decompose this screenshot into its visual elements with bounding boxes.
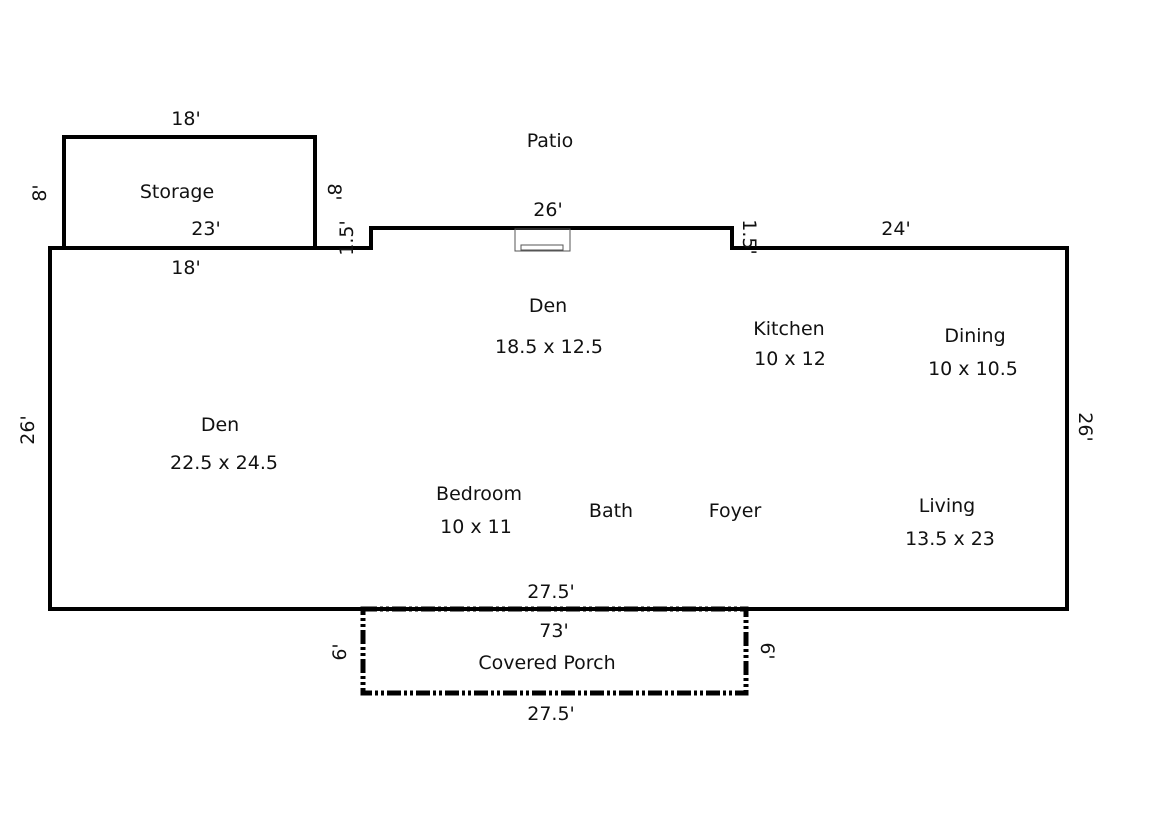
dim-porch-bottom: 27.5' [527, 703, 575, 725]
kitchen-size: 10 x 12 [754, 348, 826, 370]
dim-left-side: 26' [17, 415, 39, 444]
dim-storage-bottom: 18' [171, 257, 200, 279]
dim-bump-left-step: 1.5' [336, 220, 358, 255]
dim-right-side: 26' [1074, 412, 1096, 441]
dim-storage-right: 8' [323, 183, 345, 200]
dim-total-length: 73' [539, 620, 568, 642]
bath-label: Bath [589, 500, 633, 522]
dim-porch-left: 6' [329, 643, 351, 660]
living-size: 13.5 x 23 [905, 528, 995, 550]
dining-size: 10 x 10.5 [928, 358, 1018, 380]
bedroom-label: Bedroom [436, 483, 522, 505]
dim-bump-right-step: 1.5' [738, 219, 760, 254]
patio-label: Patio [527, 130, 574, 152]
den-upper-size: 18.5 x 12.5 [495, 336, 603, 358]
fireplace-fixture [514, 228, 571, 252]
dim-right-top: 24' [881, 218, 910, 240]
den-upper-label: Den [529, 295, 567, 317]
foyer-label: Foyer [709, 500, 762, 522]
storage-label: Storage [140, 181, 214, 203]
living-label: Living [919, 495, 976, 517]
storage-outline [62, 135, 317, 248]
dining-label: Dining [944, 325, 1005, 347]
covered-porch-outline [360, 606, 749, 696]
dim-porch-right: 6' [756, 642, 778, 659]
dim-bump-width: 26' [533, 199, 562, 221]
covered-porch-label: Covered Porch [478, 652, 615, 674]
dim-storage-left: 8' [29, 184, 51, 201]
dim-storage-inner: 23' [191, 218, 220, 240]
dim-storage-top: 18' [171, 108, 200, 130]
dim-bottom-wall: 27.5' [527, 581, 575, 603]
den-left-size: 22.5 x 24.5 [170, 452, 278, 474]
den-left-label: Den [201, 414, 239, 436]
bedroom-size: 10 x 11 [440, 516, 512, 538]
kitchen-label: Kitchen [753, 318, 824, 340]
